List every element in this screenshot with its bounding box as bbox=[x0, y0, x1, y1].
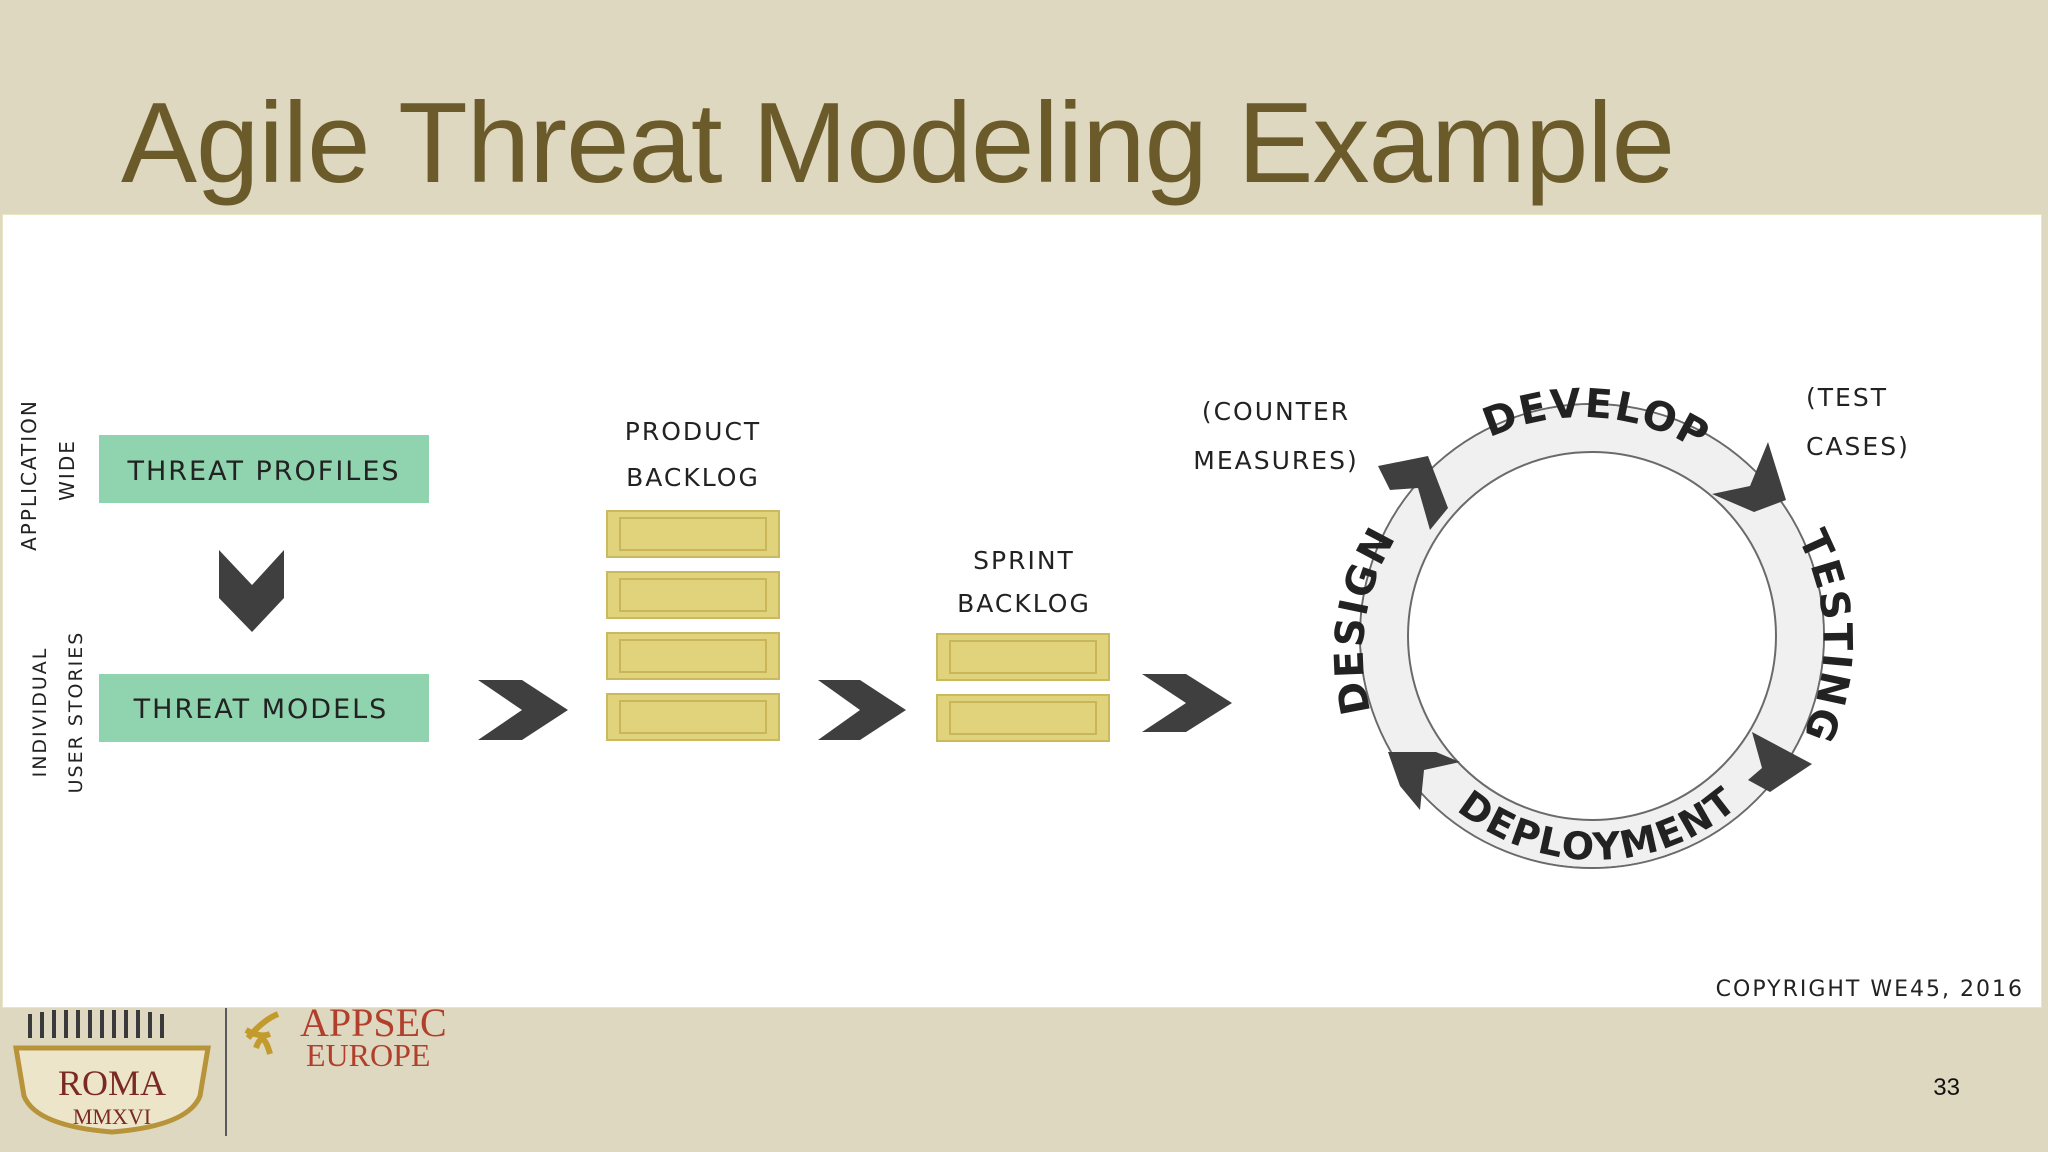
side-label-line-2: WIDE bbox=[55, 439, 79, 501]
side-label-line-1: APPLICATION bbox=[17, 399, 41, 551]
logo-europe: EUROPE bbox=[306, 1037, 430, 1073]
page-number: 33 bbox=[1933, 1074, 1960, 1101]
development-cycle-ring: DEVELOP TESTING DEPLOYMENT DESIGN bbox=[1327, 381, 1858, 870]
side-label-line-2: USER STORIES bbox=[65, 631, 87, 794]
test-cases-label: CASES) bbox=[1806, 432, 1910, 461]
cycle-arrow-icon bbox=[1388, 752, 1460, 810]
logo-appsec: APPSEC bbox=[300, 1008, 447, 1045]
sprint-backlog-label: BACKLOG bbox=[957, 589, 1091, 618]
threat-profiles-box bbox=[99, 435, 429, 503]
counter-measures-label: MEASURES) bbox=[1193, 446, 1358, 475]
right-chevron-icon bbox=[1142, 674, 1232, 732]
side-label-line-1: INDIVIDUAL bbox=[29, 647, 51, 778]
slide-title: Agile Threat Modeling Example bbox=[121, 80, 1675, 207]
counter-measures-label: (COUNTER bbox=[1202, 397, 1350, 426]
copyright-label: COPYRIGHT WE45, 2016 bbox=[1716, 977, 2024, 1002]
sprint-backlog-label: SPRINT bbox=[973, 546, 1075, 575]
product-backlog-label: PRODUCT bbox=[625, 417, 761, 446]
logo-roma: ROMA bbox=[58, 1063, 166, 1103]
logo-year: MMXVI bbox=[73, 1104, 151, 1129]
right-chevron-icon bbox=[818, 680, 906, 740]
cycle-arrow-icon bbox=[1712, 442, 1786, 512]
cycle-arrow-icon bbox=[1378, 456, 1448, 530]
threat-models-label: THREAT MODELS bbox=[133, 694, 389, 725]
product-backlog-stack bbox=[606, 510, 780, 741]
appsec-europe-logo: ROMA MMXVI APPSEC EUROPE bbox=[13, 1008, 447, 1136]
side-label-individual-user-stories: INDIVIDUAL USER STORIES bbox=[29, 631, 87, 794]
side-label-application-wide: APPLICATION WIDE bbox=[17, 399, 79, 551]
threat-profiles-label: THREAT PROFILES bbox=[126, 456, 400, 487]
right-chevron-icon bbox=[478, 680, 568, 740]
product-backlog-label: BACKLOG bbox=[626, 463, 760, 492]
test-cases-label: (TEST bbox=[1806, 383, 1888, 412]
olive-branch-icon bbox=[244, 1011, 280, 1055]
cycle-arrow-icon bbox=[1748, 732, 1812, 792]
diagram-panel bbox=[2, 214, 2042, 1008]
threat-models-box bbox=[99, 674, 429, 742]
sprint-backlog-stack bbox=[936, 633, 1110, 742]
down-chevron-icon bbox=[219, 550, 284, 632]
